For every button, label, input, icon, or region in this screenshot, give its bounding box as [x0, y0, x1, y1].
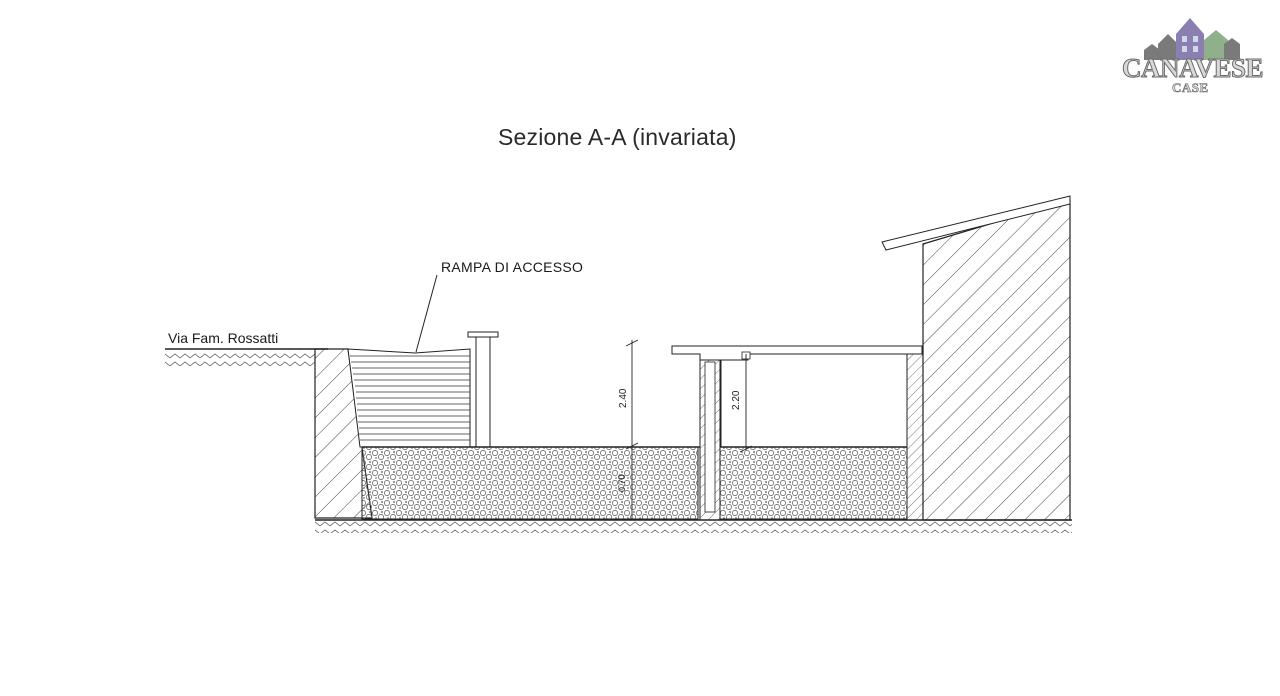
adjacent-building [881, 195, 1071, 521]
right-box [719, 353, 924, 521]
gravel-slab-left [361, 446, 700, 520]
ramp-label: RAMPA DI ACCESSO [441, 259, 584, 275]
post [467, 331, 499, 448]
dimension-slab-thickness: 0.70 [617, 474, 627, 492]
street-label: Via Fam. Rossatti [168, 330, 279, 346]
top-slab [671, 345, 923, 361]
ramp-access [347, 274, 471, 448]
logo-name: CANAVESE [1121, 53, 1264, 84]
dimension-height-main: 2.40 [618, 388, 629, 408]
dimension-lines [625, 339, 753, 520]
bottom-ground [315, 519, 1072, 533]
section-title: Sezione A-A (invariata) [498, 124, 737, 150]
central-wall [699, 359, 721, 521]
street-ground [165, 348, 328, 366]
canavese-logo-icon [1144, 18, 1240, 60]
logo-subtitle: CASE [1172, 80, 1209, 96]
dimension-height-box: 2.20 [731, 390, 742, 410]
